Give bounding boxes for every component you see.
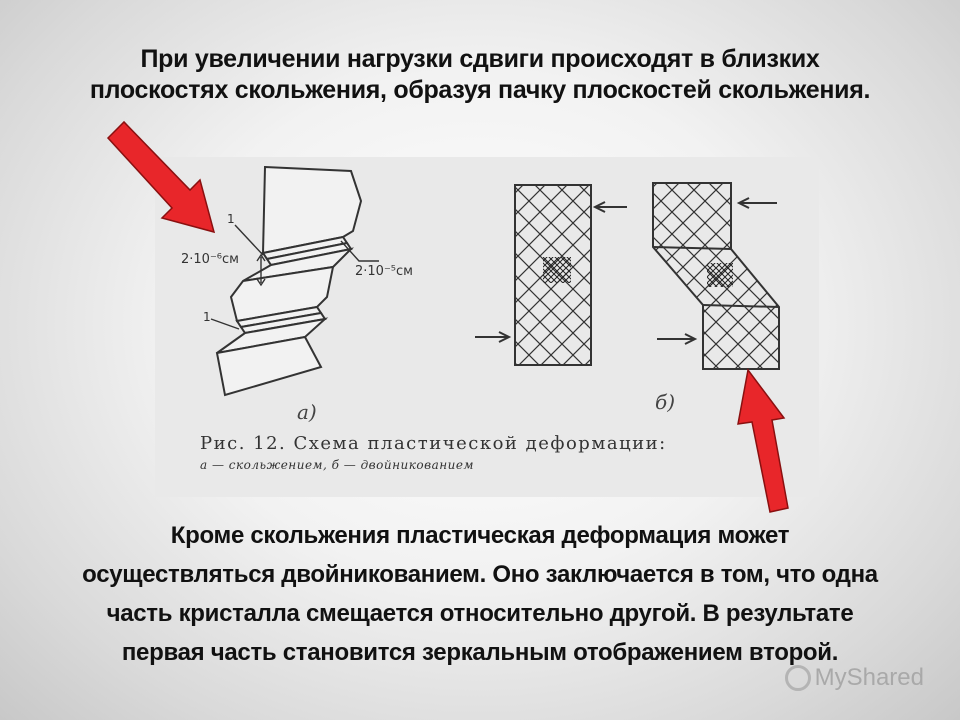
force-arrow-top — [592, 201, 627, 213]
title-line-2: плоскостях скольжения, образуя пачку пло… — [89, 76, 871, 104]
body-line-3: часть кристалла смещается относительно д… — [106, 600, 854, 627]
figure-caption: Рис. 12. Схема пластической деформации: … — [200, 433, 667, 472]
label-leader-bottom — [210, 318, 240, 330]
dim-label-right: 2·10⁻⁵см — [355, 264, 413, 279]
label-1-bottom: 1 — [203, 310, 211, 324]
red-arrow-bottom-right — [737, 368, 789, 513]
dim-arrow-left — [256, 253, 266, 287]
part-b-label: б) — [655, 390, 675, 414]
slide-title: При увеличении нагрузки сдвиги происходя… — [40, 44, 920, 106]
deformation-diagram: 1 1 2·10⁻⁶см 2·10⁻⁵см а) б) — [181, 165, 780, 424]
twinning-after — [652, 182, 780, 370]
crystal-bottom-block — [215, 335, 323, 397]
red-arrow-top-left — [106, 120, 216, 234]
watermark: MyShared — [784, 664, 924, 692]
label-1-top: 1 — [227, 212, 235, 226]
force-arrow-bottom — [475, 331, 512, 343]
label-leader-top — [234, 224, 264, 256]
dim-arrow-right — [340, 240, 379, 262]
watermark-logo-icon — [784, 665, 811, 691]
title-line-1: При увеличении нагрузки сдвиги происходя… — [140, 45, 820, 73]
caption-line-2: а — скольжением, б — двойникованием — [200, 458, 474, 472]
slip-diagram — [215, 165, 363, 397]
part-a-label: а) — [297, 400, 317, 424]
dim-label-left: 2·10⁻⁶см — [181, 252, 239, 267]
marked-cell-twinned — [707, 263, 733, 287]
body-line-2: осуществляться двойникованием. Оно заклю… — [82, 561, 878, 588]
marked-cell — [543, 257, 571, 283]
body-line-1: Кроме скольжения пластическая деформация… — [170, 522, 790, 549]
scanned-figure: 1 1 2·10⁻⁶см 2·10⁻⁵см а) б) Рис. 12. Схе… — [155, 157, 819, 497]
body-line-4: первая часть становится зеркальным отобр… — [121, 639, 839, 666]
caption-line-1: Рис. 12. Схема пластической деформации: — [200, 433, 667, 454]
twinning-before — [475, 184, 627, 366]
force-arrow-top-b — [736, 197, 777, 209]
force-arrow-bottom-b — [657, 333, 698, 345]
body-text: Кроме скольжения пластическая деформация… — [10, 516, 950, 672]
watermark-text: MyShared — [814, 664, 924, 691]
